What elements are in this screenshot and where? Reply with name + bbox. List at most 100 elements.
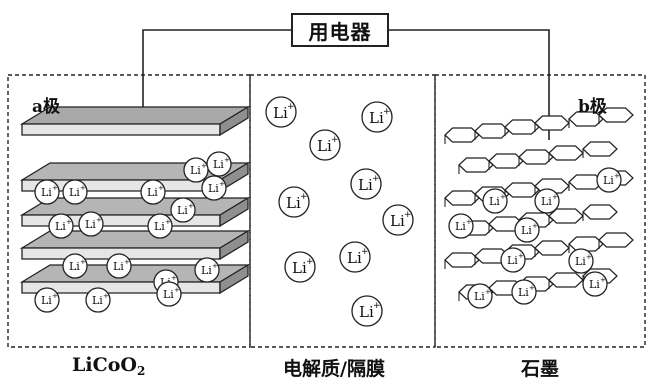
lithium-ion: Li+ xyxy=(362,102,392,132)
ion-charge: + xyxy=(219,180,225,188)
lithium-ion: Li+ xyxy=(86,288,110,312)
lithium-ion: Li+ xyxy=(515,218,539,242)
cathode-formula: LiCoO xyxy=(72,354,137,376)
ion-label: Li xyxy=(390,212,405,230)
ion-label: Li xyxy=(85,218,96,231)
lithium-ion: Li+ xyxy=(351,169,381,199)
ion-label: Li xyxy=(201,264,212,277)
ion-charge: + xyxy=(171,274,177,282)
lithium-ion: Li+ xyxy=(157,282,181,306)
ion-charge: + xyxy=(373,301,381,311)
ion-label: Li xyxy=(521,224,532,237)
ion-charge: + xyxy=(212,262,218,270)
lithium-ion: Li+ xyxy=(352,296,382,326)
ion-charge: + xyxy=(124,258,130,266)
graphite-hex xyxy=(549,146,583,160)
ion-label: Li xyxy=(208,182,219,195)
ion-label: Li xyxy=(41,294,52,307)
ion-label: Li xyxy=(603,174,614,187)
cathode-material-label: LiCoO2 xyxy=(72,354,145,378)
ion-charge: + xyxy=(287,102,295,112)
ion-label: Li xyxy=(190,164,201,177)
ion-label: Li xyxy=(369,109,384,127)
ion-charge: + xyxy=(66,218,72,226)
lithium-ion: Li+ xyxy=(597,168,621,192)
graphite-hex xyxy=(445,253,479,267)
ion-charge: + xyxy=(306,257,314,267)
ion-charge: + xyxy=(383,107,391,117)
lithium-ion: Li+ xyxy=(148,214,172,238)
lithium-ion: Li+ xyxy=(310,130,340,160)
ion-charge: + xyxy=(331,135,339,145)
ion-label: Li xyxy=(69,186,80,199)
lithium-ion: Li+ xyxy=(184,158,208,182)
ion-charge: + xyxy=(80,258,86,266)
lithium-ion: Li+ xyxy=(35,180,59,204)
graphite-hex xyxy=(583,142,617,156)
ion-charge: + xyxy=(361,247,369,257)
ion-charge: + xyxy=(518,252,524,260)
ion-charge: + xyxy=(103,292,109,300)
ion-label: Li xyxy=(358,176,373,194)
ion-charge: + xyxy=(224,156,230,164)
ion-charge: + xyxy=(165,218,171,226)
lithium-ion: Li+ xyxy=(279,187,309,217)
ion-charge: + xyxy=(300,192,308,202)
ion-label: Li xyxy=(489,195,500,208)
ion-label: Li xyxy=(69,260,80,273)
ion-label: Li xyxy=(163,288,174,301)
ion-charge: + xyxy=(532,222,538,230)
graphite-hex xyxy=(445,191,479,205)
ion-charge: + xyxy=(586,253,592,261)
lithium-ion: Li+ xyxy=(483,189,507,213)
graphite-hex xyxy=(459,158,493,172)
electrode-a-label: a极 xyxy=(32,92,60,117)
lithium-ion: Li+ xyxy=(141,180,165,204)
ion-charge: + xyxy=(372,174,380,184)
ion-label: Li xyxy=(359,303,374,321)
lithium-ion: Li+ xyxy=(501,248,525,272)
lithium-ion: Li+ xyxy=(449,214,473,238)
ion-charge: + xyxy=(201,162,207,170)
ion-label: Li xyxy=(177,204,188,217)
graphite-hex xyxy=(445,128,479,142)
lithium-ion: Li+ xyxy=(285,252,315,282)
ion-label: Li xyxy=(92,294,103,307)
graphite-hex xyxy=(549,273,583,287)
ion-charge: + xyxy=(552,193,558,201)
ion-charge: + xyxy=(52,184,58,192)
graphite-hex xyxy=(535,116,569,130)
graphite-hex xyxy=(505,120,539,134)
ion-label: Li xyxy=(518,286,529,299)
ion-charge: + xyxy=(158,184,164,192)
ion-label: Li xyxy=(273,104,288,122)
lithium-ion: Li+ xyxy=(35,288,59,312)
ion-charge: + xyxy=(614,172,620,180)
ion-label: Li xyxy=(41,186,52,199)
lithium-ion: Li+ xyxy=(79,212,103,236)
graphite-hex xyxy=(535,241,569,255)
lithium-ion: Li+ xyxy=(569,249,593,273)
lithium-ion: Li+ xyxy=(63,180,87,204)
ion-label: Li xyxy=(507,254,518,267)
ion-label: Li xyxy=(589,278,600,291)
anode-material-label: 石墨 xyxy=(521,354,559,381)
electrolyte-label: 电解质/隔膜 xyxy=(283,354,385,381)
lithium-ion: Li+ xyxy=(583,272,607,296)
graphite-hex xyxy=(475,124,509,138)
ion-label: Li xyxy=(55,220,66,233)
ion-charge: + xyxy=(174,286,180,294)
graphite-hex xyxy=(569,237,603,251)
ion-charge: + xyxy=(96,216,102,224)
electrode-b-label: b极 xyxy=(578,92,607,117)
cathode-formula-subscript: 2 xyxy=(137,364,145,378)
ion-charge: + xyxy=(500,193,506,201)
ion-charge: + xyxy=(52,292,58,300)
ion-charge: + xyxy=(80,184,86,192)
lithium-ion: Li+ xyxy=(195,258,219,282)
graphite-hex xyxy=(519,150,553,164)
ion-label: Li xyxy=(154,220,165,233)
lithium-ion: Li+ xyxy=(63,254,87,278)
lithium-ion: Li+ xyxy=(49,214,73,238)
